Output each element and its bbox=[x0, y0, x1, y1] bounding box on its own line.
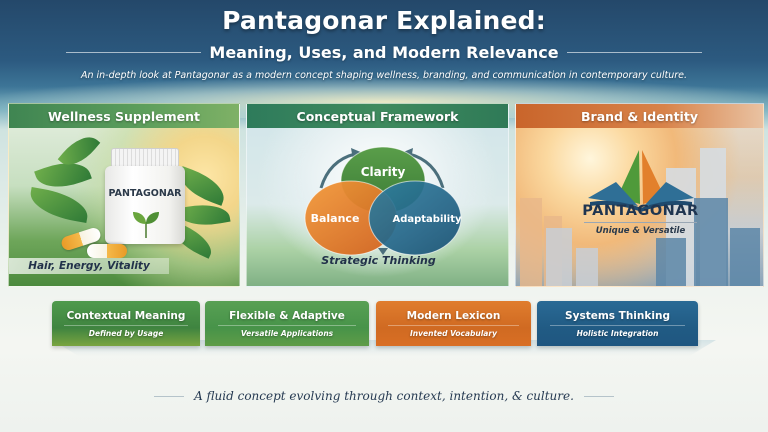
card-divider bbox=[388, 324, 519, 326]
page-title: Pantagonar Explained: bbox=[222, 6, 546, 35]
supplement-bottle: PANTAGONAR bbox=[105, 148, 185, 244]
page-subtitle: Meaning, Uses, and Modern Relevance bbox=[209, 42, 559, 62]
panel-wellness-supplement: Wellness Supplement PANTAGONAR Hair, Ene… bbox=[8, 103, 240, 287]
venn-label-clarity: Clarity bbox=[361, 165, 406, 179]
sprout-icon bbox=[133, 212, 159, 238]
card-title: Modern Lexicon bbox=[406, 309, 501, 322]
card-title: Systems Thinking bbox=[565, 309, 670, 322]
bottle-cap bbox=[111, 148, 179, 168]
panel-title: Brand & Identity bbox=[516, 104, 763, 128]
card-flexible-adaptive: Flexible & Adaptive Versatile Applicatio… bbox=[205, 301, 369, 346]
page-tagline: An in-depth look at Pantagonar as a mode… bbox=[80, 70, 688, 81]
subtitle-divider-right bbox=[566, 51, 702, 53]
footer-text: A fluid concept evolving through context… bbox=[194, 389, 574, 403]
card-title: Contextual Meaning bbox=[66, 309, 186, 322]
card-contextual-meaning: Contextual Meaning Defined by Usage bbox=[52, 301, 200, 346]
bottle-body: PANTAGONAR bbox=[105, 166, 185, 244]
brand-divider bbox=[584, 222, 697, 223]
panel-caption: Hair, Energy, Vitality bbox=[9, 258, 169, 274]
venn-label-adaptability: Adaptability bbox=[392, 214, 462, 225]
panel-brand-identity: Brand & Identity PANTAGONAR Unique & Ve bbox=[515, 103, 764, 287]
panel-caption: Strategic Thinking bbox=[321, 254, 436, 267]
card-systems-thinking: Systems Thinking Holistic Integration bbox=[537, 301, 698, 346]
brand-tagline: Unique & Versatile bbox=[595, 226, 686, 236]
card-modern-lexicon: Modern Lexicon Invented Vocabulary bbox=[376, 301, 531, 346]
card-subtitle: Holistic Integration bbox=[576, 328, 659, 338]
footer-divider-left bbox=[154, 395, 185, 397]
bottle-label: PANTAGONAR bbox=[108, 188, 182, 199]
venn-label-balance: Balance bbox=[311, 212, 360, 225]
panel-title: Wellness Supplement bbox=[9, 104, 239, 128]
card-divider bbox=[63, 324, 189, 326]
subtitle-row: Meaning, Uses, and Modern Relevance bbox=[0, 41, 768, 63]
footer: A fluid concept evolving through context… bbox=[0, 386, 768, 406]
city-skyline-illustration bbox=[520, 148, 760, 286]
card-subtitle: Defined by Usage bbox=[88, 328, 164, 338]
brand-logo-icon bbox=[588, 150, 694, 212]
card-subtitle: Invented Vocabulary bbox=[410, 328, 497, 338]
panel-title: Conceptual Framework bbox=[247, 104, 508, 128]
card-divider bbox=[549, 324, 686, 326]
subtitle-divider-left bbox=[66, 51, 202, 53]
card-title: Flexible & Adaptive bbox=[229, 309, 345, 322]
footer-divider-right bbox=[583, 395, 614, 397]
capsule-icon bbox=[87, 244, 127, 258]
venn-diagram: Clarity Balance Adaptability bbox=[304, 146, 462, 256]
brand-name: PANTAGONAR bbox=[582, 203, 699, 219]
card-subtitle: Versatile Applications bbox=[240, 328, 334, 338]
card-divider bbox=[218, 324, 356, 326]
panel-conceptual-framework: Conceptual Framework Clarity Balance Ada… bbox=[246, 103, 509, 287]
